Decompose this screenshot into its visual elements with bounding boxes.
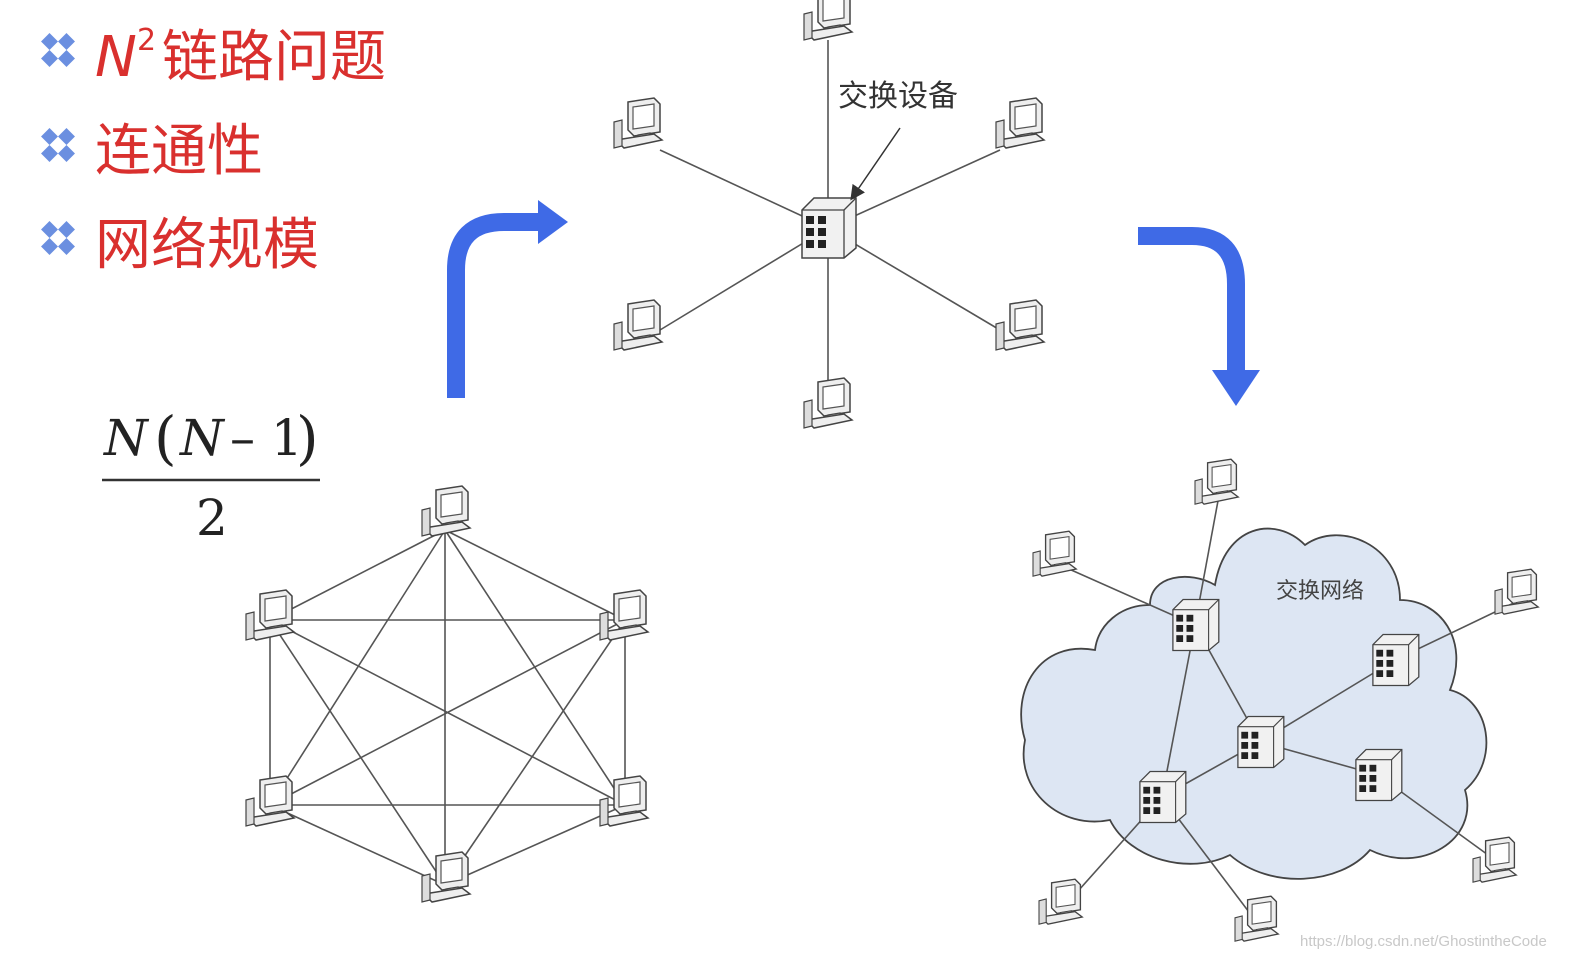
bullet-label: 连通性 xyxy=(95,119,263,184)
blue-arrow-up-right xyxy=(447,213,540,398)
computer-icon xyxy=(995,299,1045,351)
blue-arrow-head xyxy=(1212,370,1260,406)
formula-paren-open: ( xyxy=(154,404,177,472)
computer-icon xyxy=(1032,530,1077,577)
bullet-label: 网络规模 xyxy=(95,213,319,278)
mesh-link xyxy=(269,529,446,806)
diamond-bullet-icon xyxy=(41,33,75,67)
formula-minus-one: – 1 xyxy=(230,409,303,467)
computer-icon xyxy=(599,589,649,641)
switched-network-label: 交换网络 xyxy=(1276,579,1364,604)
mesh-link xyxy=(269,619,626,806)
switch-icon xyxy=(1372,633,1420,687)
switch-device-label: 交换设备 xyxy=(838,79,958,114)
switched-network-cloud: 交换网络 xyxy=(1020,458,1539,942)
blue-arrow-head xyxy=(538,200,568,244)
mesh-link xyxy=(444,529,626,621)
computer-icon xyxy=(613,97,663,149)
mesh-link xyxy=(269,529,446,621)
callout-arrow xyxy=(850,127,901,201)
computer-icon xyxy=(995,97,1045,149)
cloud-shape xyxy=(1020,527,1488,880)
computer-icon xyxy=(1472,836,1517,883)
mesh-link xyxy=(444,619,626,886)
computer-icon xyxy=(599,775,649,827)
bullet-label: 链路问题 xyxy=(162,25,386,90)
bullet-item-1: N 2 链路问题 xyxy=(41,23,386,90)
link-count-formula: N ( N – 1 ) 2 xyxy=(102,404,320,547)
formula-n: N xyxy=(103,409,150,467)
mesh-link xyxy=(269,804,446,886)
star-link xyxy=(659,149,829,229)
computer-icon xyxy=(421,485,471,537)
full-mesh-network xyxy=(245,485,649,903)
bullet-prefix: N xyxy=(95,25,137,90)
watermark: https://blog.csdn.net/GhostintheCode xyxy=(1300,933,1547,950)
computer-icon xyxy=(803,377,853,429)
cloud-link xyxy=(1161,624,1196,798)
switch-icon xyxy=(1139,770,1187,824)
formula-n-inner: N xyxy=(179,409,226,467)
formula-paren-close: ) xyxy=(296,404,319,472)
formula-denominator: 2 xyxy=(196,489,228,547)
computer-icon xyxy=(421,851,471,903)
computer-icon xyxy=(803,0,853,41)
blue-arrow-right-down xyxy=(1138,227,1245,372)
diamond-bullet-icon xyxy=(41,128,75,162)
bullet-item-3: 网络规模 xyxy=(41,213,319,278)
bullet-item-2: 连通性 xyxy=(41,119,263,184)
bullet-list: N 2 链路问题 连通性 网络规模 xyxy=(41,23,386,278)
computer-icon xyxy=(245,775,295,827)
computer-icon xyxy=(1494,568,1539,615)
switch-icon xyxy=(801,197,857,259)
computer-icon xyxy=(1194,458,1239,505)
star-network: 交换设备 xyxy=(613,0,1045,429)
switch-icon xyxy=(1237,715,1285,769)
mesh-link xyxy=(269,619,446,886)
computer-icon xyxy=(1038,878,1083,925)
switch-icon xyxy=(1355,748,1403,802)
computer-icon xyxy=(245,589,295,641)
star-link xyxy=(659,227,829,331)
diamond-bullet-icon xyxy=(41,221,75,255)
mesh-link xyxy=(444,804,626,886)
bullet-superscript: 2 xyxy=(137,23,156,58)
mesh-links xyxy=(269,529,626,886)
switch-icon xyxy=(1172,598,1220,652)
computer-icon xyxy=(613,299,663,351)
